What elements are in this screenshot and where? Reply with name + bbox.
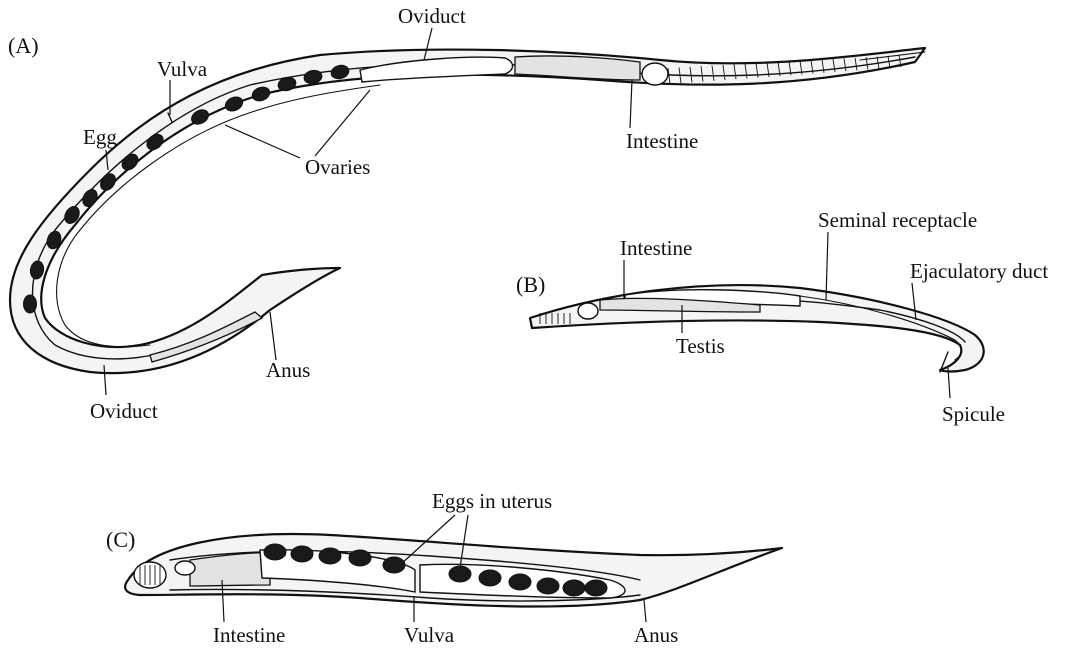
panel-c-intestine: [190, 553, 270, 586]
label-b-spicule: Spicule: [942, 402, 1005, 426]
panel-a-tag: (A): [8, 33, 39, 58]
panel-c-egg: [383, 557, 405, 573]
panel-c-tag: (C): [106, 527, 135, 552]
panel-c-egg: [537, 578, 559, 594]
label-a-ovaries: Ovaries: [305, 155, 370, 179]
panel-c-egg: [509, 574, 531, 590]
label-b-testis: Testis: [676, 334, 725, 358]
label-b-seminal: Seminal receptacle: [818, 208, 977, 232]
label-a-egg: Egg: [83, 125, 117, 149]
panel-b-worm: [530, 285, 984, 372]
label-b-ejaculatory: Ejaculatory duct: [910, 259, 1048, 283]
panel-b-tag: (B): [516, 272, 545, 297]
label-a-intestine: Intestine: [626, 129, 698, 153]
label-c-vulva: Vulva: [404, 623, 455, 647]
leader-c-anus: [644, 600, 646, 622]
label-a-anus: Anus: [266, 358, 310, 382]
panel-c-worm: [125, 534, 782, 606]
label-c-intestine: Intestine: [213, 623, 285, 647]
label-a-vulva: Vulva: [157, 57, 208, 81]
leader-b-seminal: [826, 232, 828, 300]
label-a-oviduct-top: Oviduct: [398, 4, 466, 28]
panel-c-pharynx-bulb-2: [175, 561, 195, 575]
panel-c-egg: [449, 566, 471, 582]
leader-a-ovaries-1: [225, 125, 300, 158]
leader-a-anus: [270, 312, 276, 360]
panel-a-worm: [10, 48, 925, 373]
label-c-anus: Anus: [634, 623, 678, 647]
label-c-eggs: Eggs in uterus: [432, 489, 552, 513]
panel-c-egg: [319, 548, 341, 564]
panel-c-egg: [291, 546, 313, 562]
panel-b-pharynx-bulb: [578, 303, 598, 319]
panel-c-egg: [585, 580, 607, 596]
panel-c-egg: [563, 580, 585, 596]
label-b-intestine: Intestine: [620, 236, 692, 260]
panel-c-egg: [349, 550, 371, 566]
leader-a-intestine: [630, 80, 632, 128]
panel-a-pharynx-bulb: [642, 63, 668, 85]
panel-c-egg: [479, 570, 501, 586]
leader-a-ovaries-2: [315, 90, 370, 156]
label-a-oviduct-bottom: Oviduct: [90, 399, 158, 423]
panel-a-egg: [24, 295, 37, 313]
panel-a-body-outline: [10, 48, 925, 373]
panel-c-egg: [264, 544, 286, 560]
